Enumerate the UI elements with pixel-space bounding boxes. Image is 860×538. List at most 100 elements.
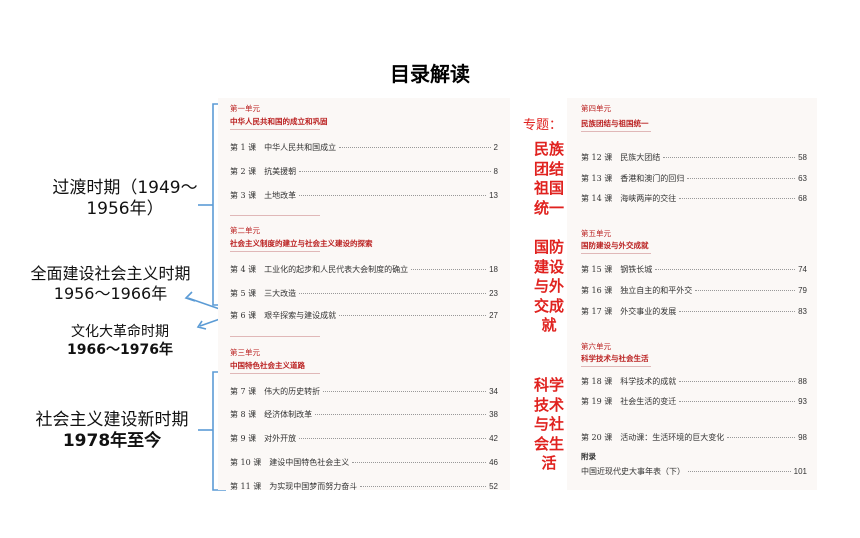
leader-dots [299,171,491,172]
lesson-label: 第 10 课 建设中国特色社会主义 [230,458,350,467]
page-number: 34 [489,387,498,396]
page-number: 58 [798,153,807,162]
page-number: 13 [489,191,498,200]
topic-row: 会生 [530,435,568,455]
lesson-entry[interactable]: 第 11 课 为实现中国梦而努力奋斗 52 [230,481,498,492]
unit-divider [581,253,651,254]
lesson-entry[interactable]: 第 5 课 三大改造 23 [230,288,498,299]
lesson-entry[interactable]: 第 7 课 伟大的历史转折 34 [230,386,498,397]
page-number: 52 [489,482,498,491]
leader-dots [315,414,487,415]
lesson-label: 第 3 课 土地改革 [230,191,297,200]
era-cultural-revolution-label: 文化大革命时期 1966～1976年 [40,324,200,359]
page-number: 27 [489,311,498,320]
appendix-entry[interactable]: 中国近现代史大事年表（下） 101 [581,466,807,477]
topic-row: 民族 [530,140,568,160]
unit-divider [230,251,320,252]
appendix-heading: 附录 [581,452,596,461]
topic-row: 与外 [530,277,568,297]
page-number: 68 [798,194,807,203]
leader-dots [688,471,791,472]
lesson-label: 第 7 课 伟大的历史转折 [230,387,321,396]
topic-char: 一 [549,198,565,217]
page-number: 93 [798,397,807,406]
unit-divider [581,366,651,367]
lesson-entry[interactable]: 第 10 课 建设中国特色社会主义 46 [230,457,498,468]
lesson-entry[interactable]: 第 3 课 土地改革 13 [230,190,498,201]
unit-name: 中国特色社会主义道路 [230,361,305,370]
leader-dots [679,311,796,312]
unit-divider [230,373,320,374]
era-line: 全面建设社会主义时期 [30,264,191,283]
topic-char: 生 [549,434,565,453]
topic-row: 科学 [530,376,568,396]
topic-char: 就 [541,316,557,334]
topic-char: 社 [549,415,565,433]
lesson-label: 第 14 课 海峡两岸的交往 [581,194,677,203]
unit-number: 第三单元 [230,348,260,357]
lesson-label: 第 5 课 三大改造 [230,289,297,298]
era-line: 社会主义建设新时期 [35,410,189,430]
lesson-entry[interactable]: 第 17 课 外交事业的发展 83 [581,306,807,317]
unit-divider [230,215,320,216]
topic-char: 团 [533,159,549,178]
unit-divider [230,336,320,337]
arrowhead [184,291,196,302]
topic-ethnic-unity: 民族 团结 祖国 统一 [530,140,568,218]
leader-dots [299,438,487,439]
lesson-entry[interactable]: 第 14 课 海峡两岸的交往 68 [581,193,807,204]
era-new-period-label: 社会主义建设新时期 1978年至今 [12,410,212,453]
leader-dots [727,437,796,438]
topic-char: 交 [533,296,549,315]
page-title: 目录解读 [390,62,470,86]
lesson-label: 中国近现代史大事年表（下） [581,467,685,476]
page-number: 8 [493,167,498,176]
topic-char: 防 [549,238,565,256]
era-line: 1956年） [86,199,164,220]
topic-char: 设 [549,257,565,276]
topic-char: 国 [549,179,565,197]
topic-char: 活 [541,454,557,472]
lesson-label: 第 18 课 科学技术的成就 [581,377,677,386]
lesson-label: 第 9 课 对外开放 [230,434,297,443]
lesson-label: 第 15 课 钢铁长城 [581,265,653,274]
page-number: 83 [798,307,807,316]
topic-char: 科 [533,376,549,394]
leader-dots [695,290,796,291]
topic-char: 会 [533,434,549,453]
leader-dots [679,198,796,199]
topic-char: 术 [549,395,565,414]
lesson-label: 第 16 课 独立自主的和平外交 [581,286,693,295]
leader-dots [339,147,491,148]
topic-char: 技 [533,395,549,414]
page-number: 46 [489,458,498,467]
topic-char: 国 [533,238,549,256]
unit-name: 社会主义制度的建立与社会主义建设的探索 [230,239,373,248]
unit-number: 第六单元 [581,342,611,351]
lesson-label: 第 11 课 为实现中国梦而努力奋斗 [230,482,358,491]
topic-char: 学 [549,376,565,394]
topic-row: 统一 [530,199,568,219]
unit-number: 第五单元 [581,229,611,238]
lesson-label: 第 17 课 外交事业的发展 [581,307,677,316]
topic-science-society: 科学 技术 与社 会生 活 [530,376,568,474]
page-number: 23 [489,289,498,298]
topic-label: 专题： [523,118,563,133]
page-number: 101 [793,467,807,476]
topic-char: 建 [533,257,549,276]
